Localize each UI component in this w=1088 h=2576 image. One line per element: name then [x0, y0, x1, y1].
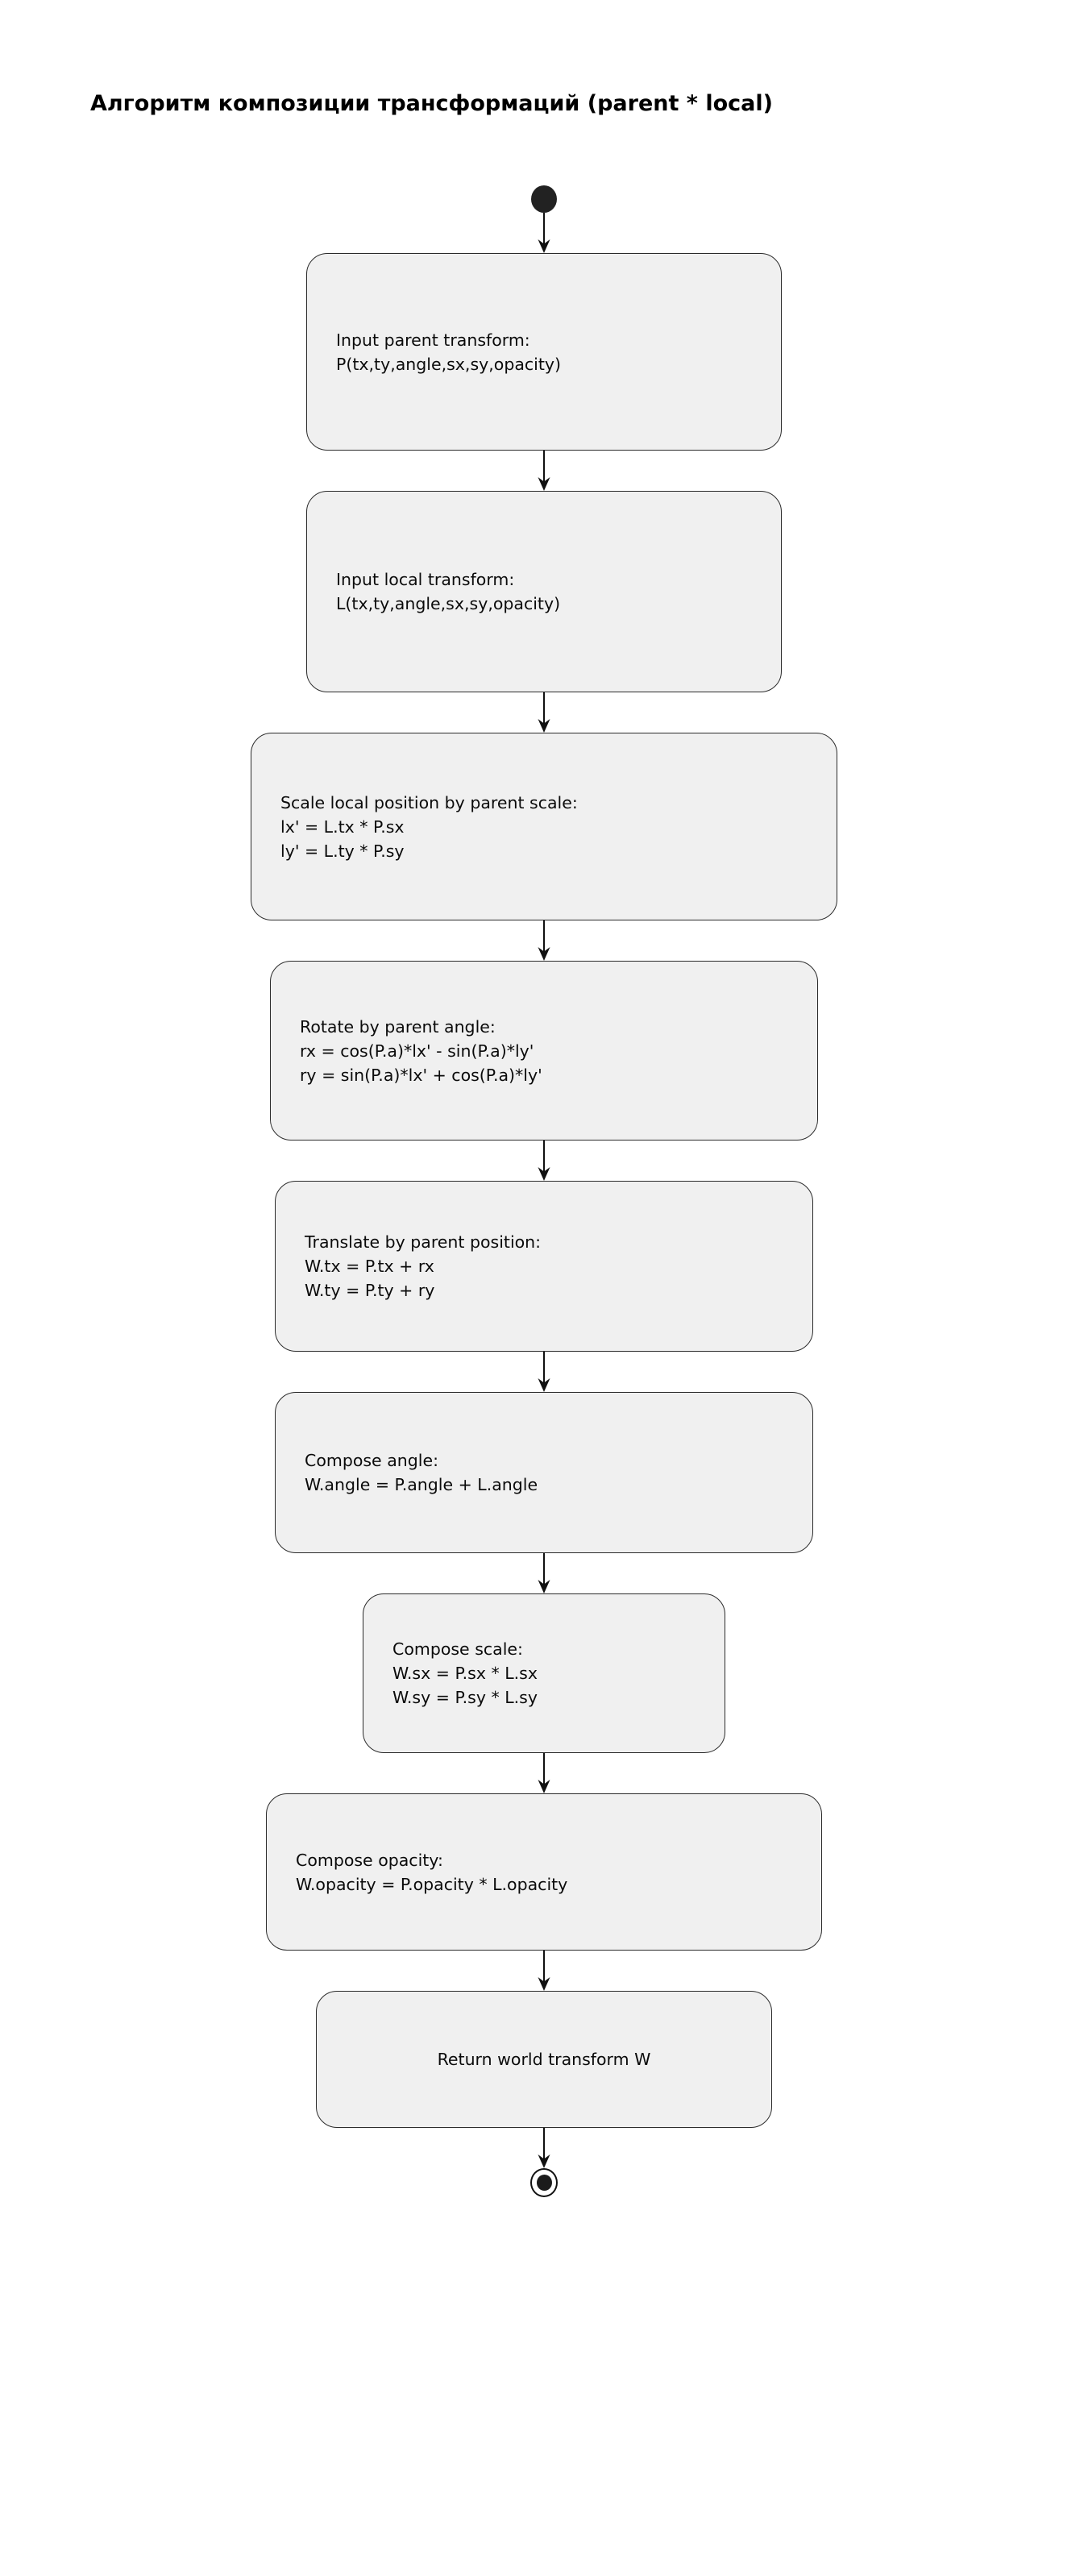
node-return-world-transform[interactable]: Return world transform W [316, 1991, 772, 2128]
flow-arrow [534, 451, 554, 491]
flow-arrow [534, 1141, 554, 1181]
node-label: Input local transform: L(tx,ty,angle,sx,… [336, 570, 561, 613]
node-scale-local-position[interactable]: Scale local position by parent scale: lx… [251, 733, 837, 920]
node-compose-opacity[interactable]: Compose opacity: W.opacity = P.opacity *… [266, 1793, 822, 1951]
node-label: Compose opacity: W.opacity = P.opacity *… [296, 1850, 568, 1894]
flowchart-container: Input parent transform: P(tx,ty,angle,sx… [0, 185, 1088, 2197]
end-node [530, 2168, 558, 2197]
page-title: Алгоритм композиции трансформаций (paren… [90, 91, 773, 116]
flow-arrow [534, 920, 554, 961]
node-compose-scale[interactable]: Compose scale: W.sx = P.sx * L.sx W.sy =… [363, 1593, 725, 1753]
node-rotate-by-parent-angle[interactable]: Rotate by parent angle: rx = cos(P.a)*lx… [270, 961, 818, 1141]
flow-arrow [534, 692, 554, 733]
node-label: Input parent transform: P(tx,ty,angle,sx… [336, 330, 562, 374]
flow-arrow [534, 1951, 554, 1991]
node-input-parent-transform[interactable]: Input parent transform: P(tx,ty,angle,sx… [306, 253, 782, 451]
node-translate-by-parent-position[interactable]: Translate by parent position: W.tx = P.t… [275, 1181, 813, 1352]
flow-arrow [534, 1753, 554, 1793]
node-label: Translate by parent position: W.tx = P.t… [305, 1232, 542, 1300]
node-compose-angle[interactable]: Compose angle: W.angle = P.angle + L.ang… [275, 1392, 813, 1553]
flow-arrow [534, 2128, 554, 2168]
flow-arrow [534, 1553, 554, 1593]
flow-arrow [534, 213, 554, 253]
node-label: Scale local position by parent scale: lx… [280, 792, 578, 861]
end-node-dot [536, 2175, 552, 2191]
flow-arrow [534, 1352, 554, 1392]
node-input-local-transform[interactable]: Input local transform: L(tx,ty,angle,sx,… [306, 491, 782, 692]
node-label: Return world transform W [437, 2050, 651, 2069]
start-node [531, 185, 557, 213]
node-label: Rotate by parent angle: rx = cos(P.a)*lx… [300, 1016, 542, 1085]
node-label: Compose scale: W.sx = P.sx * L.sx W.sy =… [392, 1639, 538, 1707]
node-label: Compose angle: W.angle = P.angle + L.ang… [305, 1451, 538, 1494]
